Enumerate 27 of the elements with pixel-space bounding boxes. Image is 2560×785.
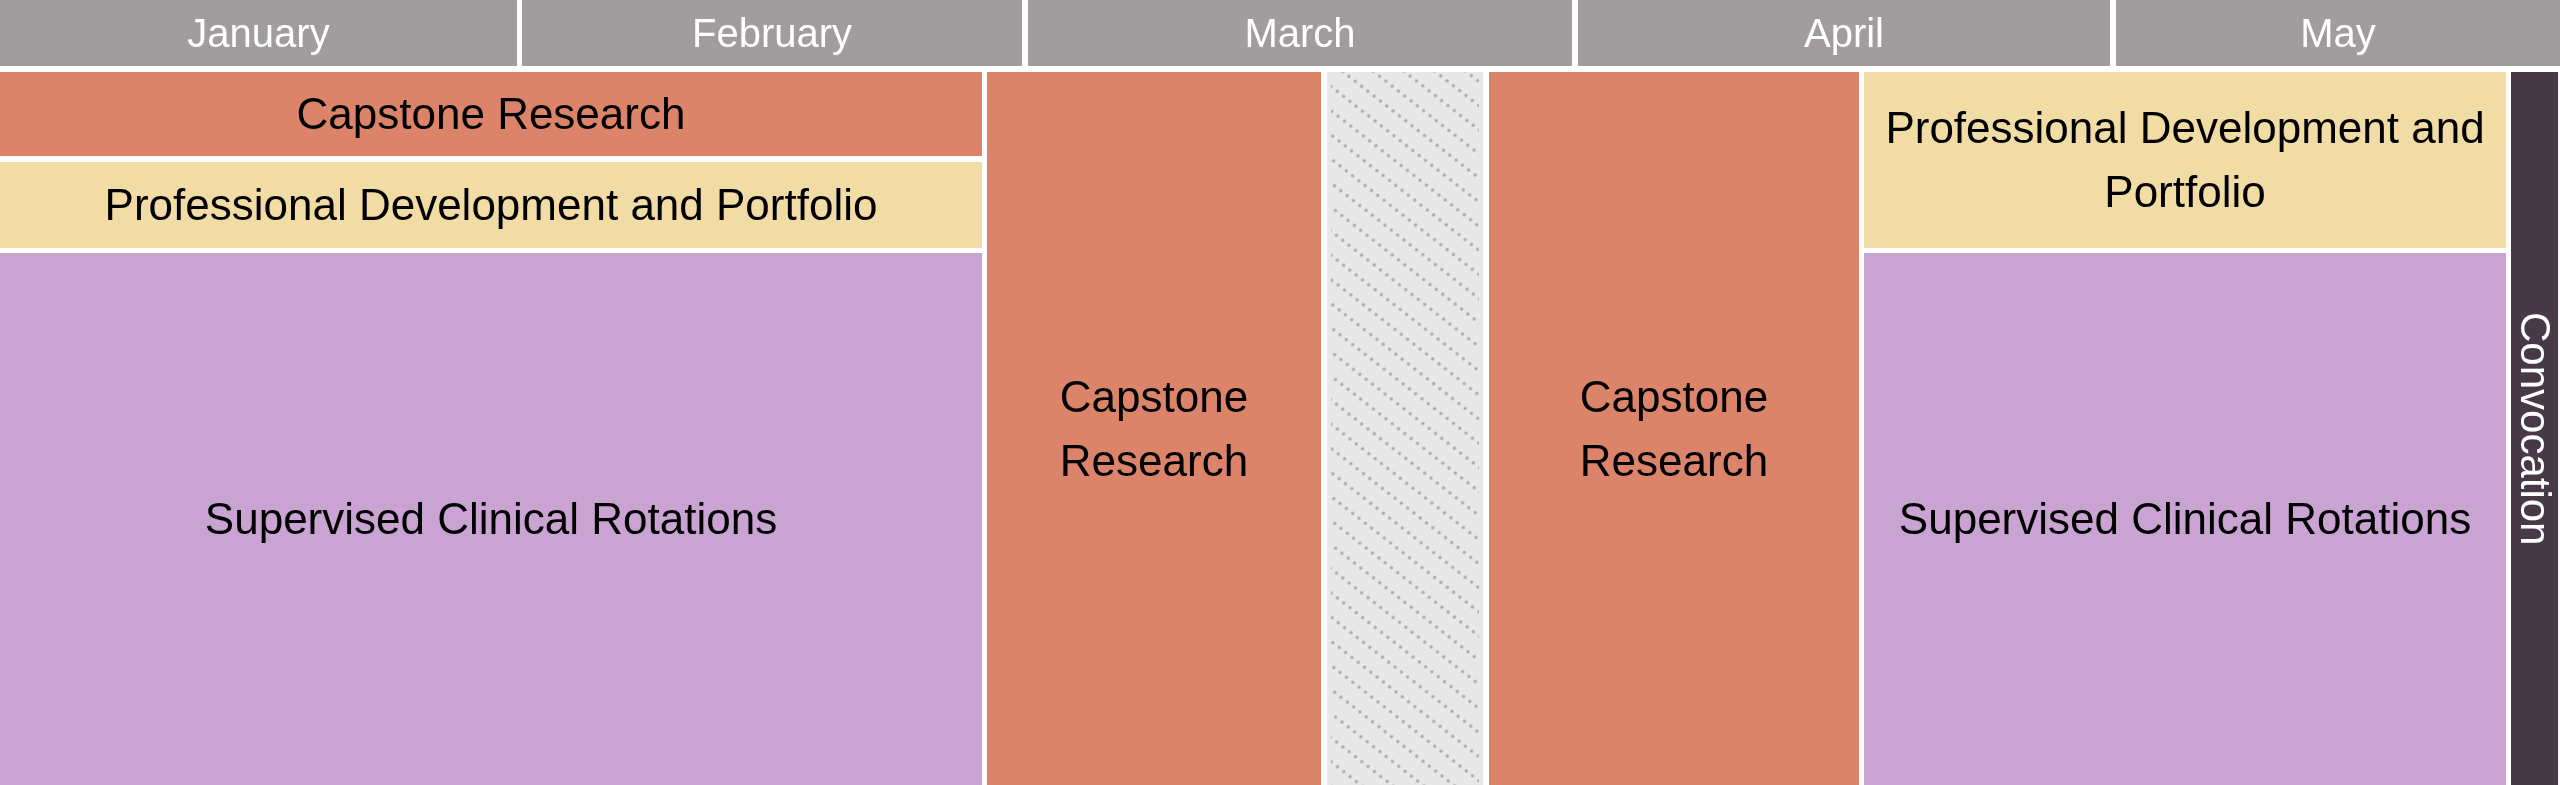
- course-block: [987, 72, 1321, 785]
- month-label: March: [1244, 10, 1356, 57]
- month-header: [522, 0, 1022, 66]
- course-block: [0, 253, 982, 785]
- course-block: [1864, 72, 2506, 248]
- event-bar: [2511, 72, 2558, 785]
- course-title: Professional Development and Portfolio: [104, 179, 878, 232]
- month-header: [0, 0, 517, 66]
- month-header: [1578, 0, 2110, 66]
- course-title: Capstone Research: [1578, 370, 1770, 487]
- month-header: [1028, 0, 1572, 66]
- course-title: Supervised Clinical Rotations: [204, 493, 778, 546]
- month-label: February: [691, 10, 853, 57]
- month-label: May: [2300, 10, 2376, 57]
- month-label: April: [1804, 10, 1884, 57]
- course-block: [0, 72, 982, 156]
- month-header: [2116, 0, 2560, 66]
- month-label: January: [187, 10, 330, 57]
- hatched-block: [1327, 72, 1483, 785]
- course-block: [1489, 72, 1859, 785]
- course-title: Supervised Clinical Rotations: [1898, 493, 2472, 546]
- course-title: Capstone Research: [296, 88, 686, 141]
- course-title: Capstone Research: [1058, 370, 1250, 487]
- course-block: [1864, 253, 2506, 785]
- event-label: Convocation: [2512, 311, 2557, 546]
- course-block: [0, 162, 982, 248]
- course-title: Professional Development and Portfolio: [1884, 102, 2486, 218]
